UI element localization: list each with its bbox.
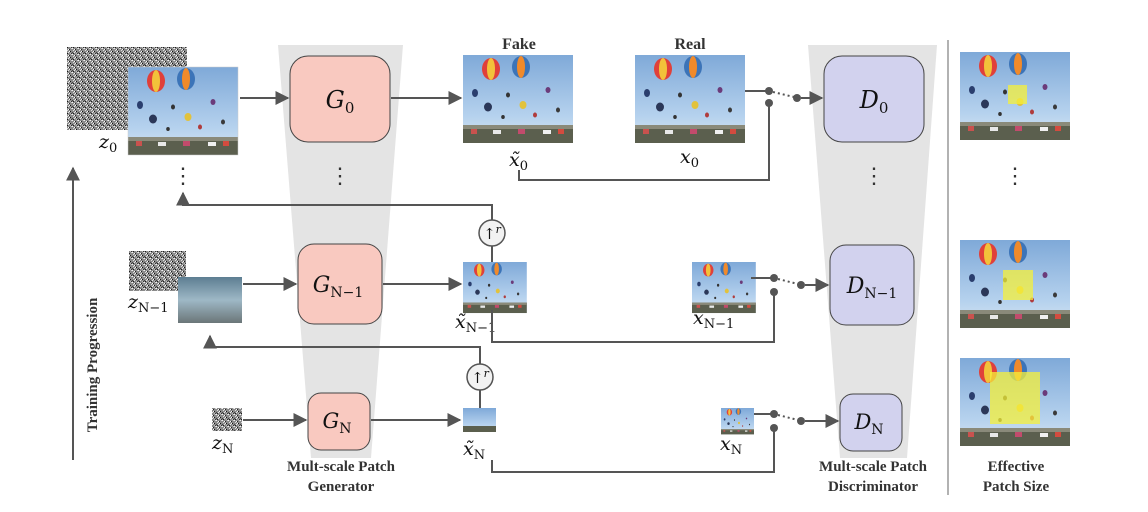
noise-z1 <box>129 251 186 291</box>
patch-caption-line1: Effective <box>988 459 1045 475</box>
real-label-x1: xN−1 <box>693 307 734 332</box>
patch-caption-line2: Patch Size <box>983 479 1050 495</box>
switch-node-row2-a <box>770 410 778 418</box>
discriminator-d1-label: DN−1 <box>846 274 898 302</box>
fake-image-row2-ground <box>463 426 496 432</box>
generator-g2-label: GN <box>322 409 351 437</box>
switch-node-row2-c <box>797 417 805 425</box>
fake-image-row1 <box>463 262 527 314</box>
real-label-x0: x0 <box>680 146 699 171</box>
fake-image-row0 <box>463 55 573 143</box>
header-real: Real <box>674 36 706 53</box>
upsample-label-row1: ↑r <box>483 223 502 243</box>
discriminator-caption-line2: Discriminator <box>828 479 918 495</box>
discriminator-d2 <box>839 393 903 452</box>
switch-node-row0-c <box>793 94 801 102</box>
discriminator-d0-label: D0 <box>859 86 889 117</box>
patch-highlight-row2 <box>990 372 1040 424</box>
patch-image-row2 <box>960 358 1070 446</box>
ellipsis-patch: ⋮ <box>1004 164 1026 189</box>
noise-label-z0: z0 <box>98 131 117 156</box>
discriminator-d2-label: DN <box>853 410 883 438</box>
path-fake0-to-switch <box>518 103 770 181</box>
switch-dots-row1 <box>777 278 799 285</box>
upsample-label-row2: ↑r <box>471 367 490 387</box>
path-fake1-to-switch <box>491 292 775 343</box>
real-label-x2: xN <box>720 433 742 458</box>
switch-node-row1-a <box>770 274 778 282</box>
generator-caption-line1: Mult-scale Patch <box>287 459 396 475</box>
generator-caption-line2: Generator <box>308 479 375 495</box>
noise-z2 <box>212 408 242 431</box>
path-upsample-to-input0 <box>176 191 493 220</box>
patch-image-row0 <box>960 52 1070 140</box>
path-fake2-to-switch <box>491 428 775 473</box>
ellipsis-discriminator: ⋮ <box>863 164 885 189</box>
fake-label-x2: x̃N <box>463 438 485 463</box>
discriminator-d0 <box>823 55 925 143</box>
real-image-row2 <box>721 408 754 435</box>
fake-label-x1: x̃N−1 <box>455 311 496 336</box>
input-image-row0 <box>127 66 239 156</box>
patch-highlight-row0 <box>1008 85 1027 104</box>
input-image-row1 <box>178 277 242 323</box>
generator-g0 <box>289 55 391 143</box>
header-fake: Fake <box>502 36 536 53</box>
generator-g1 <box>297 243 383 325</box>
training-progression-label: Training Progression <box>85 297 101 432</box>
real-image-row1 <box>692 262 756 314</box>
real-image-row0 <box>635 55 745 143</box>
path-upsample-to-input1 <box>203 334 481 364</box>
generator-g0-label: G0 <box>326 86 355 117</box>
noise-label-z2: zN <box>211 432 233 457</box>
ellipsis-input: ⋮ <box>172 164 194 189</box>
patch-image-row1 <box>960 240 1070 328</box>
discriminator-caption-line1: Mult-scale Patch <box>819 459 928 475</box>
generator-g1-label: GN−1 <box>313 273 363 301</box>
switch-dots-row2 <box>777 414 799 421</box>
discriminator-d1 <box>829 244 915 326</box>
switch-node-row1-c <box>797 281 805 289</box>
ellipsis-generator: ⋮ <box>329 164 351 189</box>
noise-label-z1: zN−1 <box>127 291 169 316</box>
fake-label-x0: x̃0 <box>509 149 528 174</box>
patch-highlight-row1 <box>1003 270 1033 300</box>
switch-dots-row0 <box>772 91 795 98</box>
switch-node-row0-a <box>765 87 773 95</box>
generator-g2 <box>307 392 371 451</box>
